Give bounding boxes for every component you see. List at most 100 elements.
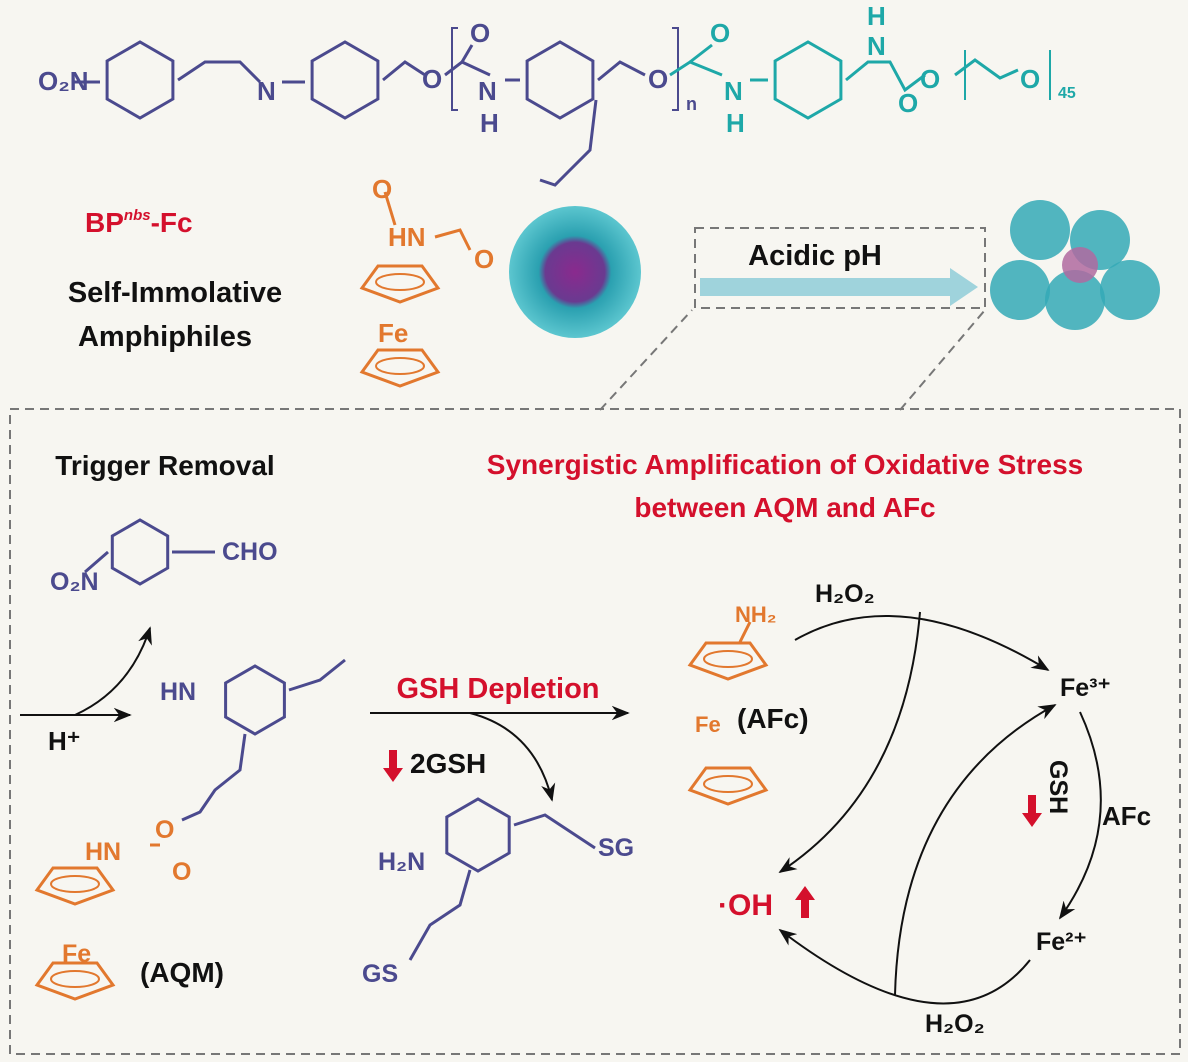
cycle-arrow (1058, 711, 1102, 920)
carbonyl-o: O (470, 18, 490, 48)
allyl-bond (181, 733, 247, 822)
increase-arrow-icon (795, 886, 815, 918)
compound-name: BPnbs-Fc (85, 207, 193, 238)
amphiphile-label-1: Self-Immolative (68, 277, 282, 309)
polymer-structure: O₂N N O O N H n O O N H H N O O O 45 O H… (38, 1, 1076, 348)
carbamate-o: O (474, 244, 494, 274)
cyclopentadienyl-ring (687, 766, 769, 806)
proton-label: H⁺ (48, 726, 81, 756)
aromatic-circle (375, 357, 425, 375)
micelle (509, 206, 641, 338)
decrease-arrow-icon (383, 750, 403, 782)
aromatic-circle (50, 875, 100, 893)
amide-n: N (724, 76, 743, 106)
benzene-ring (773, 40, 843, 120)
carbonyl-bond (460, 44, 474, 63)
benzene-ring (224, 664, 286, 736)
aqm-o: O (155, 816, 174, 844)
bond (738, 621, 752, 643)
imine-bond (177, 60, 262, 84)
bond (383, 191, 397, 226)
cyclopentadienyl-ring (359, 348, 441, 388)
synergy-title-1: Synergistic Amplification of Oxidative S… (487, 449, 1083, 480)
benzene-ring (310, 40, 380, 120)
h2o2-bottom: H₂O₂ (925, 1010, 985, 1038)
mechanism-panel (9, 408, 1181, 1055)
gsh-rotated-label: GSH (1044, 760, 1072, 814)
dashed-connector (899, 309, 986, 411)
bond (597, 60, 646, 82)
afc-amine: NH₂ (735, 602, 777, 627)
cyclopentadienyl-ring (34, 866, 116, 906)
amide-h: H (726, 108, 745, 138)
carbamate-n: N (867, 31, 886, 61)
peg-bracket (964, 50, 1051, 100)
fe2-label: Fe²⁺ (1036, 928, 1087, 956)
afc-side-label: AFc (1102, 801, 1151, 831)
bond-lines (34, 27, 1051, 1001)
cycle-arrow (894, 704, 1057, 996)
thioether-sg: SG (598, 834, 634, 862)
trigger-removal-title: Trigger Removal (55, 450, 274, 481)
micelle-fragment (1045, 270, 1105, 330)
synergy-title-2: between AQM and AFc (634, 492, 935, 523)
aromatic-circle (703, 650, 753, 668)
ether-o: O (648, 64, 668, 94)
release-arrow (74, 626, 152, 716)
carbonyl-bond (689, 43, 713, 64)
ester-o: O (920, 64, 940, 94)
disassembled-micelle (990, 200, 1160, 330)
acidic-arrow (700, 268, 978, 306)
aqm-hn: HN (85, 838, 121, 866)
imine-hn: HN (160, 678, 196, 706)
peg-repeat: 45 (1058, 85, 1076, 102)
allyl-o: O (372, 174, 392, 204)
bond (845, 60, 926, 93)
bond (434, 228, 472, 251)
micelle-fragment (1010, 200, 1070, 260)
amide-h: H (480, 108, 499, 138)
peg-o: O (1020, 64, 1040, 94)
zoom-box (694, 227, 986, 309)
benzene-ring (525, 40, 595, 120)
h2o2-top: H₂O₂ (815, 580, 875, 608)
cyclopentadienyl-ring (687, 641, 769, 681)
benzene-ring (445, 797, 511, 873)
thiol-addition-arrow (469, 712, 556, 802)
benzene-ring (110, 518, 170, 586)
aldehyde-group: CHO (222, 538, 278, 566)
amide-n: N (478, 76, 497, 106)
repeat-bracket (451, 27, 458, 111)
bond (84, 550, 109, 574)
exocyclic-methylene (288, 658, 346, 692)
micelle-fragment (1062, 247, 1098, 283)
mechanism-labels: O₂N CHO H⁺ HN O HN O Fe (AQM) GSH Deplet… (48, 538, 1151, 1038)
micelle-fragment (990, 260, 1050, 320)
aqm-iron: Fe (62, 940, 91, 968)
acidic-ph-label: Acidic pH (748, 240, 882, 272)
cyclopentadienyl-ring (359, 264, 441, 304)
allyl-bond (408, 869, 472, 961)
gsh-depletion-label: GSH Depletion (396, 673, 599, 705)
afc-iron: Fe (695, 712, 721, 737)
cyclopentadienyl-ring (34, 961, 116, 1001)
ether-o: O (422, 64, 442, 94)
aqm-carbonyl-o: O (172, 858, 191, 886)
two-gsh-label: 2GSH (410, 748, 486, 779)
cycle-arrow (778, 611, 921, 873)
repeat-n: n (686, 94, 697, 114)
carbamate-h: H (867, 1, 886, 31)
imine-n: N (257, 76, 276, 106)
cycle-arrow (778, 928, 1031, 1005)
amine-group: H₂N (378, 848, 425, 876)
nitro-group: O₂N (50, 568, 99, 596)
aqm-label: (AQM) (140, 957, 224, 988)
amphiphile-label-2: Amphiphiles (78, 321, 252, 353)
reaction-arrows (20, 611, 1102, 1005)
decrease-arrow-icon (1022, 795, 1042, 827)
bond (382, 60, 426, 82)
aromatic-circle (50, 970, 100, 988)
benzene-ring (105, 40, 175, 120)
